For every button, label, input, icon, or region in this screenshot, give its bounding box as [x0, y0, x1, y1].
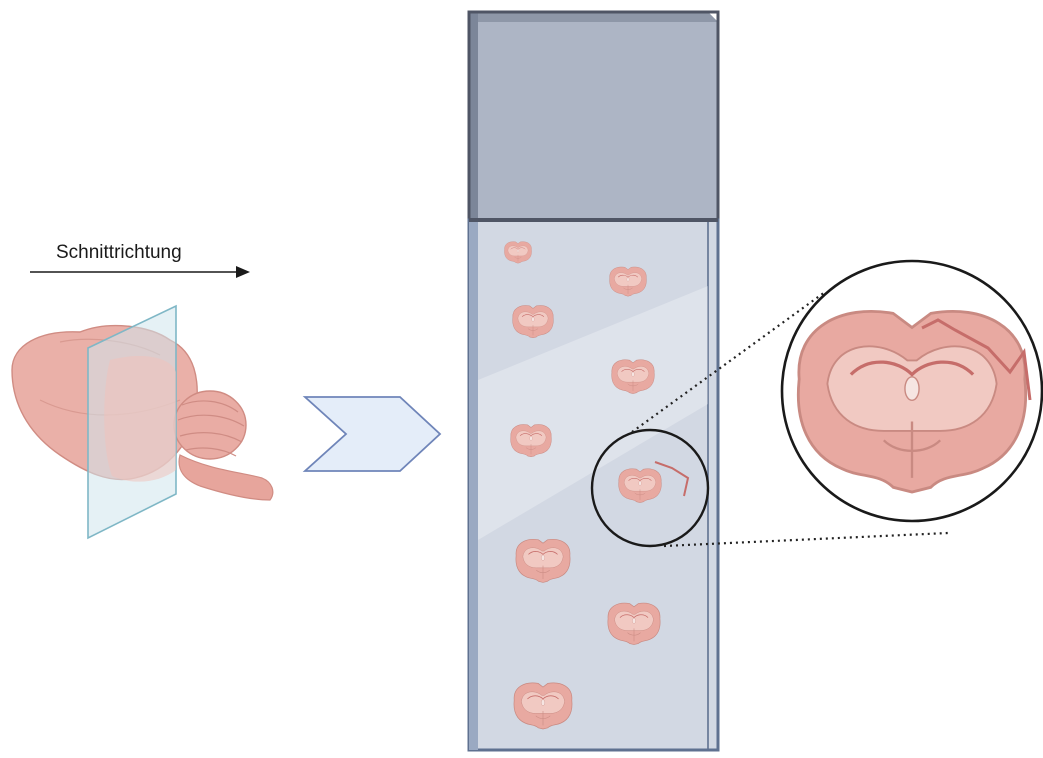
slice-4 [612, 360, 655, 394]
chevron-arrow-icon [305, 397, 440, 471]
slice-5 [511, 425, 552, 457]
slice-3 [513, 306, 554, 338]
magnified-view [782, 261, 1042, 521]
slice-2 [610, 267, 647, 296]
direction-arrow [30, 266, 250, 278]
slice-9 [514, 683, 572, 729]
direction-label: Schnittrichtung [56, 242, 182, 263]
slice-8 [608, 603, 660, 645]
microscope-slide [469, 12, 718, 750]
slice-1 [504, 242, 531, 264]
brain-illustration [12, 306, 273, 538]
slice-7 [516, 539, 570, 582]
